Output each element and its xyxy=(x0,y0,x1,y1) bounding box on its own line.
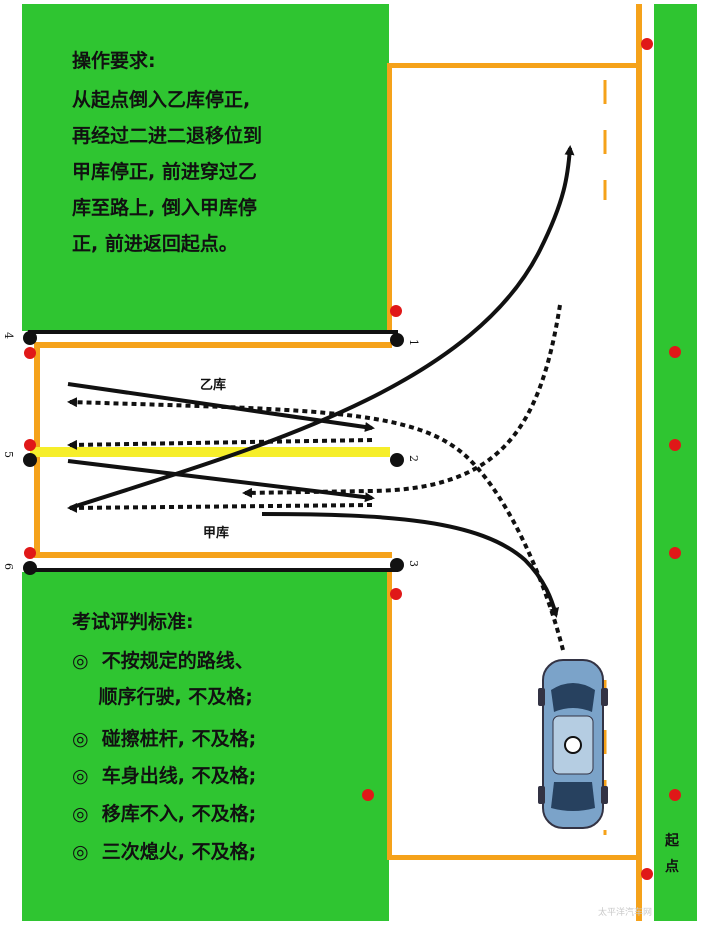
pole-3 xyxy=(390,558,404,572)
marker-red xyxy=(669,346,681,358)
pole-number-3: 3 xyxy=(407,560,420,567)
pole-line-bottom xyxy=(28,568,398,572)
road-left-line-lower xyxy=(387,568,392,860)
instructions-heading: 操作要求: xyxy=(72,50,156,72)
instructions-line: 库至路上, 倒入甲库停 xyxy=(72,197,257,219)
pole-number-4: 4 xyxy=(2,332,15,339)
grass-top-left xyxy=(22,4,389,331)
path-reverse-into-yi xyxy=(67,397,565,651)
instructions-line: 再经过二进二退移位到 xyxy=(72,125,263,147)
pole-line-top xyxy=(28,330,398,334)
criteria-item: ◎ 不按规定的路线、 xyxy=(72,650,254,672)
path-forward-lower xyxy=(67,459,375,503)
marker-red xyxy=(24,547,36,559)
pole-6 xyxy=(23,561,37,575)
garage-top-line xyxy=(36,342,392,348)
pole-number-6: 6 xyxy=(2,563,15,570)
grass-right xyxy=(654,4,697,921)
marker-red xyxy=(390,588,402,600)
marker-red xyxy=(362,789,374,801)
marker-red xyxy=(641,868,653,880)
criteria-item: ◎ 碰擦桩杆, 不及格; xyxy=(72,728,257,750)
marker-red xyxy=(669,547,681,559)
marker-red xyxy=(641,38,653,50)
grass-bottom-left xyxy=(22,572,389,921)
pole-number-2: 2 xyxy=(407,455,420,462)
instructions-line: 正, 前进返回起点。 xyxy=(72,233,238,255)
label-start-2: 点 xyxy=(665,859,679,875)
road-bottom-line xyxy=(389,855,641,860)
garage-bottom-line xyxy=(36,552,392,558)
watermark: 太平洋汽车网 xyxy=(598,908,653,918)
car-icon xyxy=(538,659,608,829)
path-reverse-into-jia xyxy=(242,304,562,498)
instructions-line: 甲库停正, 前进穿过乙 xyxy=(72,161,257,183)
criteria-item: ◎ 三次熄火, 不及格; xyxy=(72,841,257,863)
marker-red xyxy=(24,439,36,451)
marker-red xyxy=(24,347,36,359)
criteria-item: 顺序行驶, 不及格; xyxy=(72,686,253,708)
marker-red xyxy=(669,789,681,801)
pole-number-5: 5 xyxy=(2,451,15,458)
criteria-item: ◎ 移库不入, 不及格; xyxy=(72,803,257,825)
path-forward-upper xyxy=(67,382,375,432)
road-top-line xyxy=(389,63,641,68)
pole-number-1: 1 xyxy=(407,339,420,346)
pole-5 xyxy=(23,453,37,467)
pole-1 xyxy=(390,333,404,347)
path-forward-curve xyxy=(69,145,575,510)
marker-red xyxy=(669,439,681,451)
road-left-line-upper xyxy=(387,63,392,333)
marker-red xyxy=(390,305,402,317)
road-right-line xyxy=(636,4,642,921)
path-to-car xyxy=(261,512,560,618)
label-yi-ku: 乙库 xyxy=(200,378,227,393)
criteria-heading: 考试评判标准: xyxy=(72,611,194,633)
label-start-1: 起 xyxy=(665,833,679,849)
pole-2 xyxy=(390,453,404,467)
path-reverse-upper xyxy=(67,438,373,450)
label-jia-ku: 甲库 xyxy=(203,526,230,541)
path-reverse-lower xyxy=(67,502,373,513)
instructions-line: 从起点倒入乙库停正, xyxy=(72,89,251,111)
pole-4 xyxy=(23,331,37,345)
criteria-item: ◎ 车身出线, 不及格; xyxy=(72,765,257,787)
